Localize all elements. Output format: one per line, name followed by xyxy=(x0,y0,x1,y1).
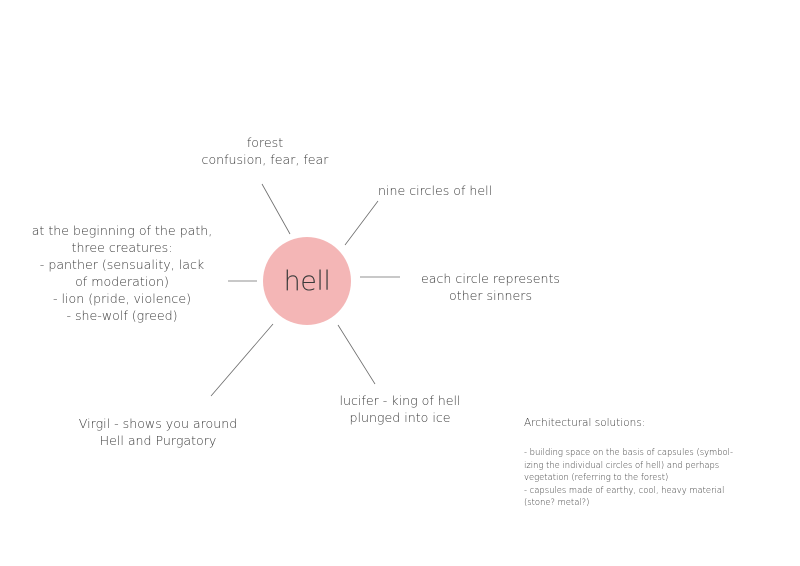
node-creatures-line: - she-wolf (greed) xyxy=(66,308,178,323)
center-node-label: hell xyxy=(283,265,331,297)
node-creatures-line: - panther (sensuality, lack xyxy=(39,257,205,272)
node-nine-circles-line: nine circles of hell xyxy=(378,183,493,198)
architectural-solutions-line: - capsules made of earthy, cool, heavy m… xyxy=(524,484,725,495)
node-virgil-line: Virgil - shows you around xyxy=(78,416,238,431)
architectural-solutions: Architectural solutions: - building spac… xyxy=(524,416,774,509)
node-lucifer: lucifer - king of hell plunged into ice xyxy=(330,392,470,426)
node-creatures-line: of moderation) xyxy=(75,274,169,289)
architectural-solutions-line: vegetation (referring to the forest) xyxy=(524,472,669,483)
connector-forest xyxy=(261,183,291,235)
architectural-solutions-line: izing the individual circles of hell) an… xyxy=(524,459,720,470)
connector-virgil xyxy=(210,323,274,397)
architectural-solutions-line: (stone? metal?) xyxy=(524,497,590,508)
node-creatures-line: three creatures: xyxy=(71,240,173,255)
architectural-solutions-line: - building space on the basis of capsule… xyxy=(524,447,733,457)
node-nine-circles: nine circles of hell xyxy=(378,182,508,199)
node-forest-line: confusion, fear, fear xyxy=(201,152,329,167)
connector-nine-circles xyxy=(344,200,379,246)
architectural-solutions-title: Architectural solutions: xyxy=(524,417,646,429)
node-each-circle-line: each circle represents xyxy=(421,271,560,286)
connector-lucifer xyxy=(337,324,376,385)
node-each-circle-line: other sinners xyxy=(448,288,533,303)
node-lucifer-line: lucifer - king of hell xyxy=(339,393,461,408)
node-virgil-line: Hell and Purgatory xyxy=(99,433,217,448)
node-forest-line: forest xyxy=(246,135,284,150)
node-forest: forest confusion, fear, fear xyxy=(195,134,335,168)
node-virgil: Virgil - shows you around Hell and Purga… xyxy=(68,415,248,449)
node-three-creatures: at the beginning of the path, three crea… xyxy=(22,222,222,324)
node-each-circle: each circle represents other sinners xyxy=(408,270,573,304)
node-creatures-line: - lion (pride, violence) xyxy=(52,291,192,306)
node-lucifer-line: plunged into ice xyxy=(349,410,451,425)
node-creatures-line: at the beginning of the path, xyxy=(31,223,213,238)
center-node-hell: hell xyxy=(263,237,351,325)
